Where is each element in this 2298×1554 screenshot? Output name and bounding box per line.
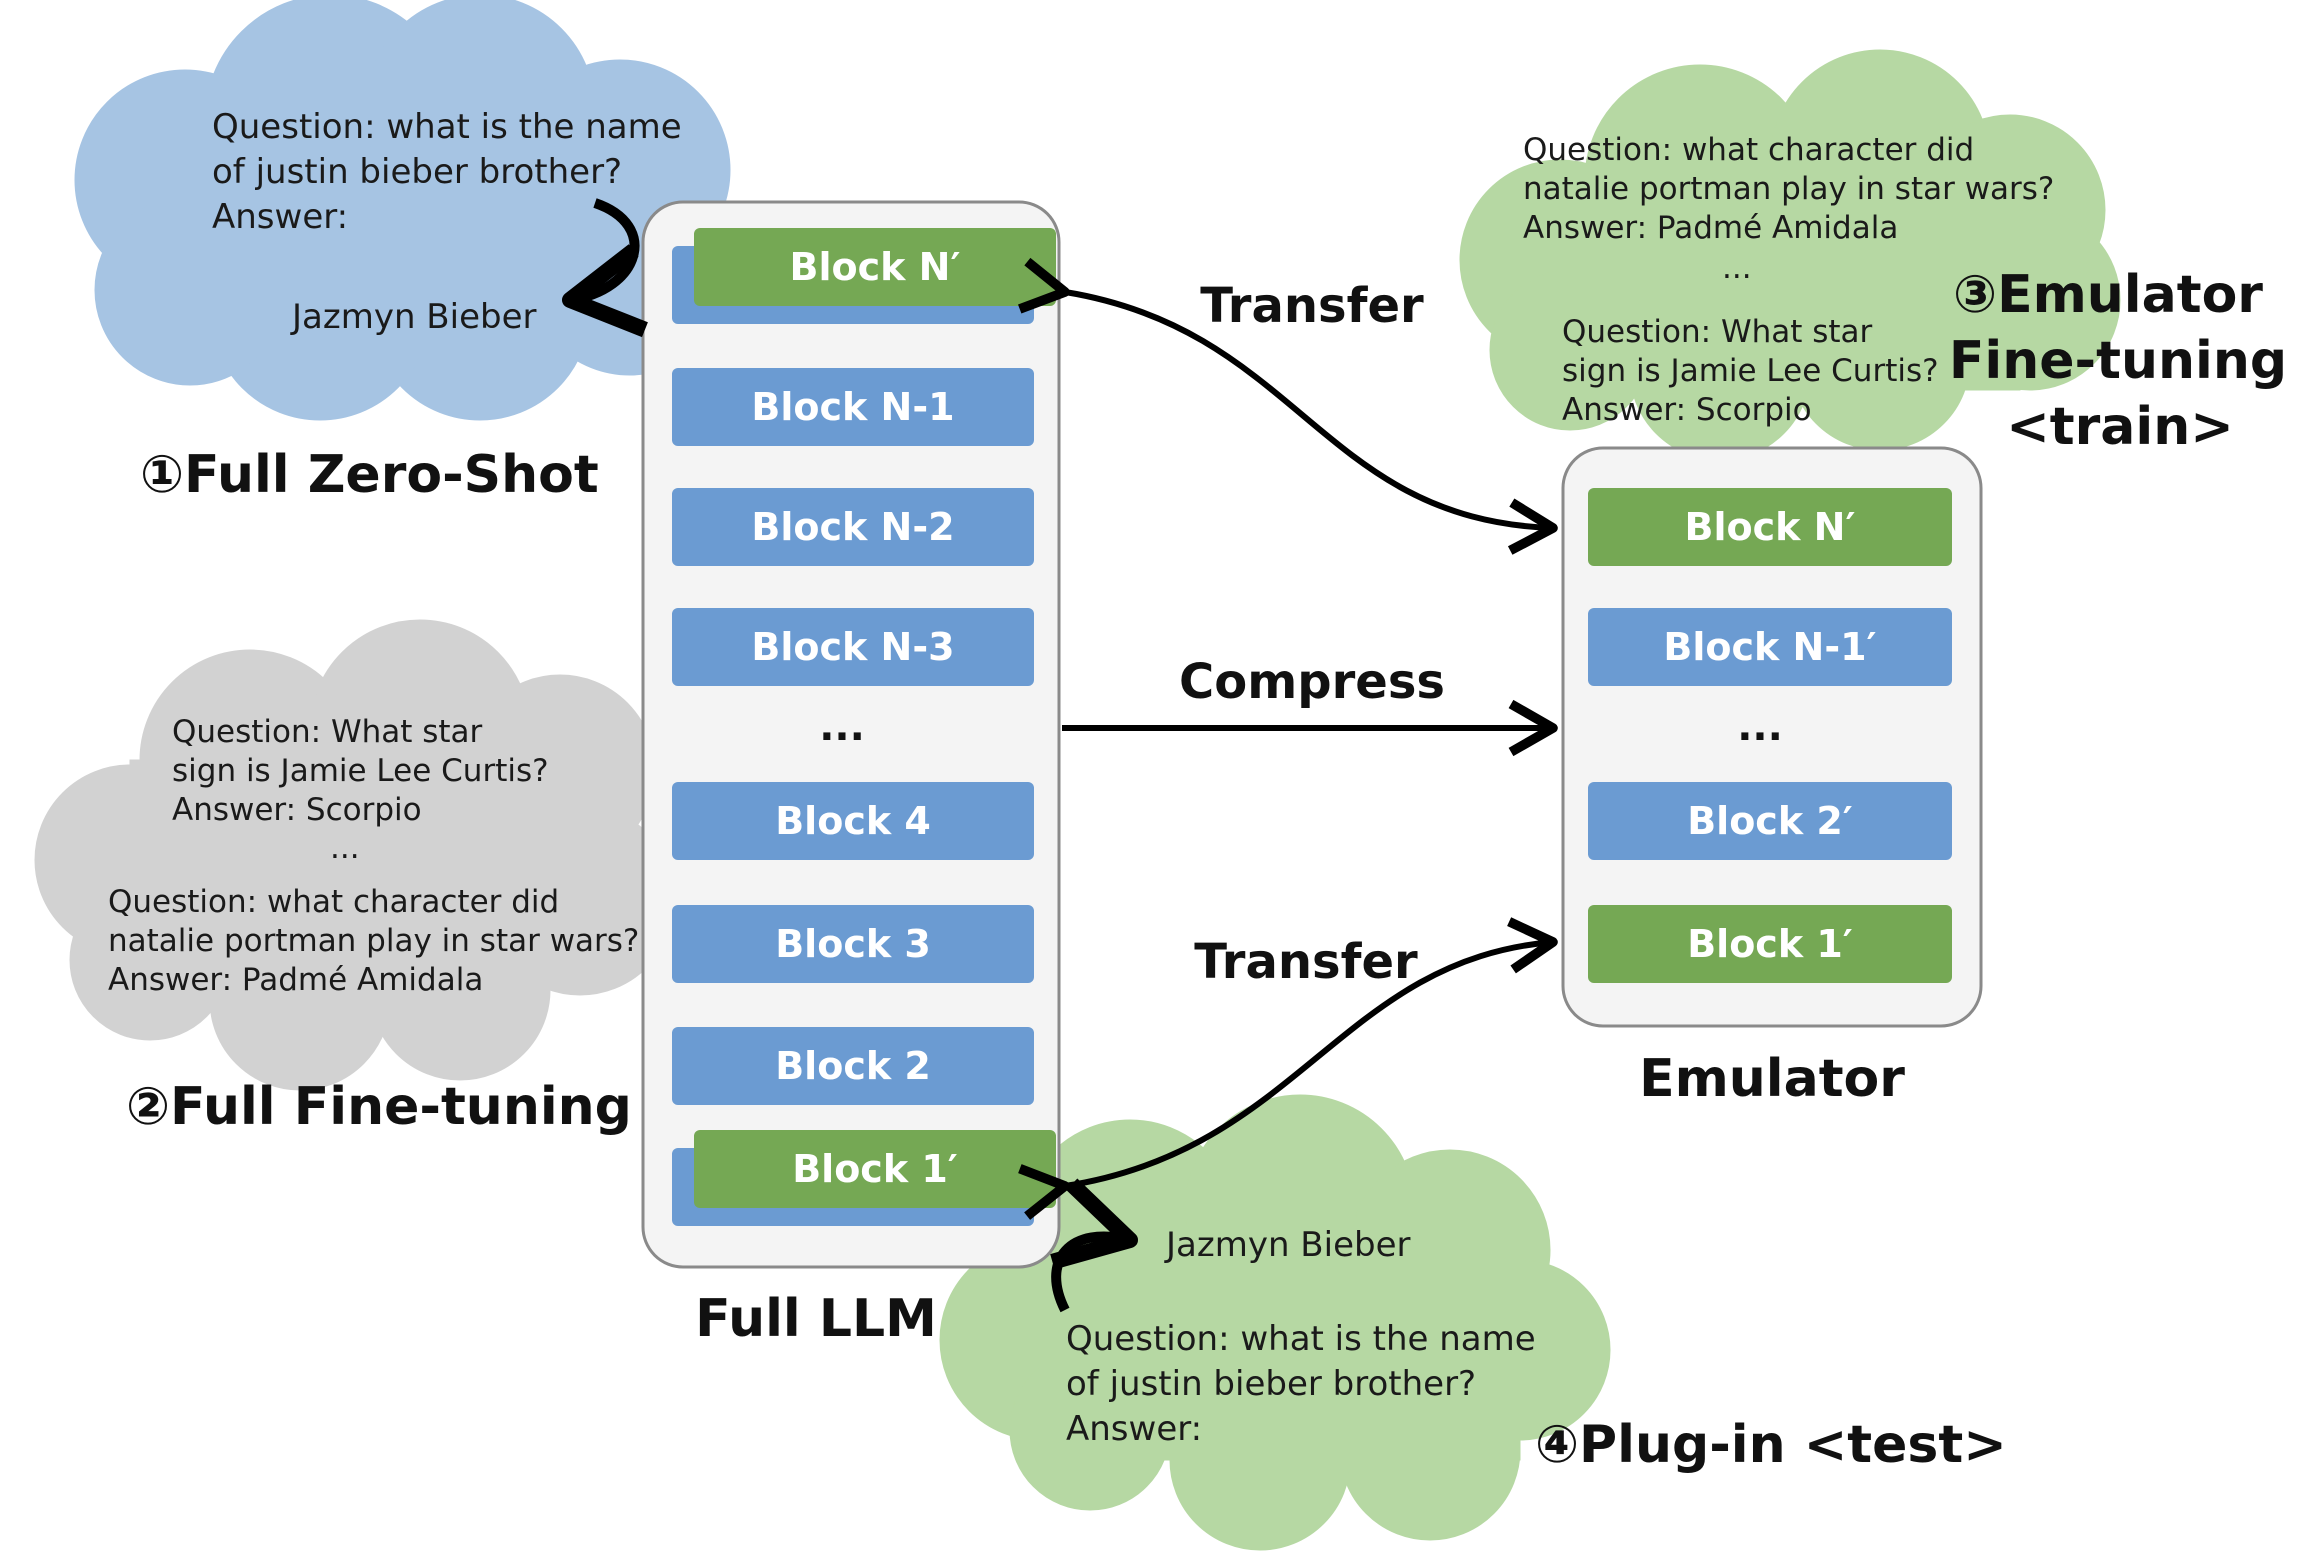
full-block-4 [672, 782, 1034, 860]
full-block-2 [672, 1027, 1034, 1105]
transfer-bottom-label: Transfer [1194, 934, 1418, 990]
full-llm-container [641, 200, 1061, 1269]
emu-block-2 [1588, 782, 1952, 860]
zero-shot-title: ①Full Zero-Shot [140, 445, 599, 505]
emu-block-n1-label: Block N-1′ [1663, 625, 1876, 669]
emulator-ft-line-6: sign is Jamie Lee Curtis? [1562, 353, 1939, 389]
emu-block-top-label: Block N′ [1685, 505, 1856, 549]
fine-tuning-title: ②Full Fine-tuning [126, 1077, 632, 1137]
zero-shot-answer: Jazmyn Bieber [290, 297, 536, 337]
full-block-n1 [672, 368, 1034, 446]
zero-shot-answer-arrow [562, 198, 648, 338]
full-block-n3 [672, 608, 1034, 686]
transfer-top-arrow [1018, 257, 1558, 555]
transfer-bottom-arrow [1018, 917, 1558, 1220]
emulator-ft-line-5: Question: What star [1562, 314, 1873, 350]
full-block-n2 [672, 488, 1034, 566]
fine-tuning-line-6: natalie portman play in star wars? [108, 923, 639, 959]
emulator-ft-title-2: Fine-tuning [1949, 331, 2287, 391]
transfer-top-label: Transfer [1200, 278, 1424, 334]
fine-tuning-line-5: Question: what character did [108, 884, 559, 920]
emulator-label: Emulator [1639, 1049, 1905, 1109]
cloud-fine-tuning [34, 619, 676, 1091]
full-block-n1-label: Block N-1 [751, 385, 954, 429]
emulator-ft-title-1: ③Emulator [1953, 265, 2263, 325]
plugin-line-1: Question: what is the name [1066, 1319, 1536, 1359]
plugin-answer: Jazmyn Bieber [1164, 1225, 1410, 1265]
emulator-ft-line-3: Answer: Padmé Amidala [1523, 210, 1898, 246]
emulator-ft-title-3: <train> [2006, 397, 2234, 457]
compress-label: Compress [1179, 654, 1445, 710]
fine-tuning-line-7: Answer: Padmé Amidala [108, 962, 483, 998]
plugin-line-3: Answer: [1066, 1409, 1202, 1449]
full-block-2-label: Block 2 [775, 1044, 931, 1088]
plugin-answer-arrow [1050, 1178, 1138, 1313]
full-block-n2-label: Block N-2 [751, 505, 954, 549]
full-block-3 [672, 905, 1034, 983]
plugin-title: ④Plug-in <test> [1535, 1415, 2007, 1475]
emu-block-ellipsis: ... [1737, 704, 1783, 750]
fine-tuning-line-2: sign is Jamie Lee Curtis? [172, 753, 549, 789]
cloud-emulator-ft [1459, 49, 2121, 461]
emulator-ft-line-2: natalie portman play in star wars? [1523, 171, 2054, 207]
zero-shot-line-3: Answer: [212, 197, 348, 237]
emulator-container [1561, 446, 1983, 1028]
full-llm-label: Full LLM [695, 1289, 937, 1349]
emulator-ft-line-4: ... [1722, 250, 1752, 286]
emulator-ft-line-7: Answer: Scorpio [1562, 392, 1812, 428]
cloud-zero-shot [74, 0, 736, 421]
emu-block-2-label: Block 2′ [1687, 799, 1853, 843]
fine-tuning-line-1: Question: What star [172, 714, 483, 750]
full-block-top [694, 228, 1056, 306]
zero-shot-line-1: Question: what is the name [212, 107, 682, 147]
emu-block-top [1588, 488, 1952, 566]
full-block-n3-label: Block N-3 [751, 625, 954, 669]
full-block-top-label: Block N′ [790, 245, 961, 289]
zero-shot-line-2: of justin bieber brother? [212, 152, 622, 192]
fine-tuning-line-3: Answer: Scorpio [172, 792, 422, 828]
full-block-3-label: Block 3 [775, 922, 931, 966]
emu-block-n1 [1588, 608, 1952, 686]
full-block-ellipsis: ... [819, 704, 865, 750]
emu-block-1 [1588, 905, 1952, 983]
emulator-ft-line-1: Question: what character did [1523, 132, 1974, 168]
full-block-bottom [694, 1130, 1056, 1208]
full-block-4-label: Block 4 [775, 799, 931, 843]
full-block-bottom-label: Block 1′ [792, 1147, 958, 1191]
fine-tuning-line-4: ... [330, 830, 360, 866]
plugin-line-2: of justin bieber brother? [1066, 1364, 1476, 1404]
emu-block-1-label: Block 1′ [1687, 922, 1853, 966]
